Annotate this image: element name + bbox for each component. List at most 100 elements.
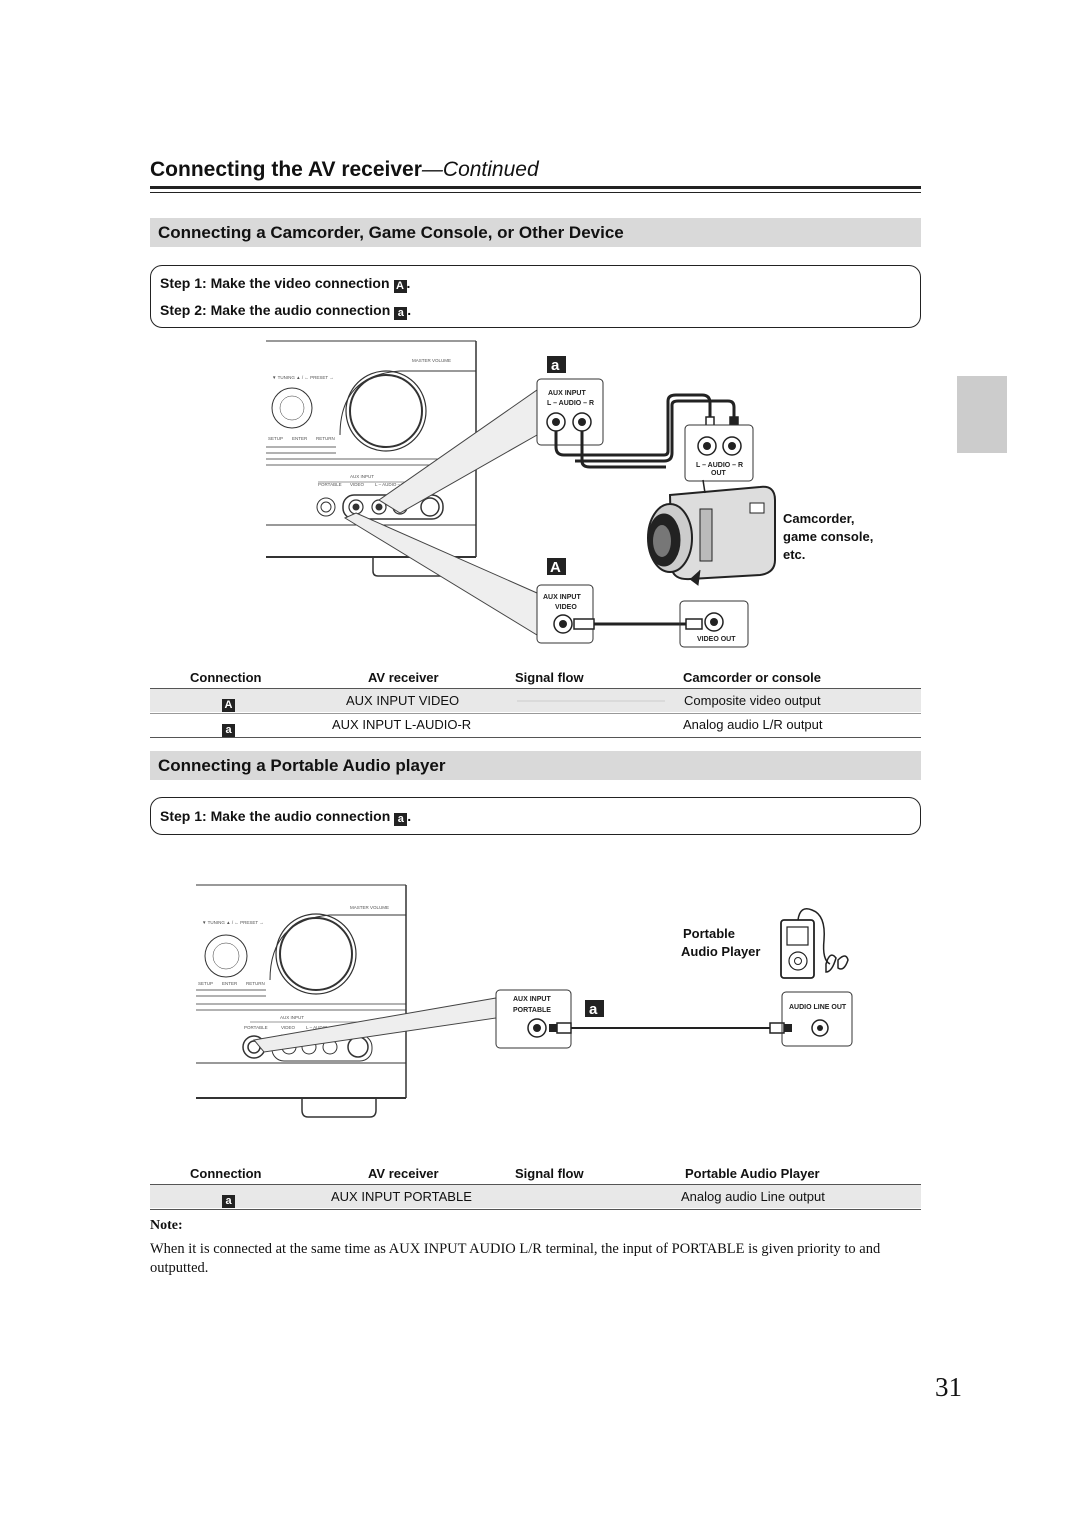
device-label-line-2: game console,	[783, 529, 873, 544]
panel-label: SETUP	[268, 436, 283, 441]
label-l-audio-r: L – AUDIO – R	[547, 400, 594, 407]
badge-video: A	[222, 699, 235, 712]
panel-label: ENTER	[292, 436, 308, 441]
receiver-front-panel	[196, 884, 407, 1118]
page-title: Connecting the AV receiver—Continued	[150, 158, 539, 182]
step-text: Step 1: Make the video connection	[160, 275, 390, 291]
camcorder-video-out-jack	[679, 600, 749, 648]
player-label-line-2: Audio Player	[681, 944, 760, 959]
table-cell-device: Composite video output	[684, 693, 821, 708]
panel-label: VIDEO	[281, 1025, 296, 1030]
panel-label: AUX INPUT	[350, 474, 374, 479]
table-header-receiver: AV receiver	[368, 670, 439, 685]
table-row-badge: A	[222, 694, 235, 712]
page-number: 31	[935, 1372, 962, 1402]
step-period: .	[407, 808, 412, 824]
label-video: VIDEO	[555, 604, 577, 611]
badge-audio: a	[222, 1195, 235, 1208]
marker-video-label: A	[550, 559, 561, 576]
side-tab	[957, 376, 1007, 453]
table-header-connection: Connection	[190, 1166, 262, 1181]
label-l-audio-r-out: L – AUDIO – R	[696, 462, 743, 469]
aux-input-portable-jack	[495, 989, 572, 1049]
portable-player-illustration	[780, 908, 849, 979]
marker-audio	[547, 356, 566, 373]
page-title-suffix: —Continued	[421, 158, 539, 181]
panel-label: AUX INPUT	[280, 1015, 304, 1020]
step-period: .	[406, 275, 411, 291]
header-rule-thin	[150, 192, 921, 193]
badge-audio: a	[394, 813, 408, 826]
camcorder-connection-diagram: MASTER VOLUME ▼ TUNING ▲ / ← PRESET → SE…	[266, 340, 873, 648]
label-video-out: VIDEO OUT	[697, 636, 736, 643]
marker-audio	[585, 1000, 604, 1017]
badge-audio: a	[394, 307, 408, 320]
panel-label: MASTER VOLUME	[412, 358, 451, 363]
zoom-callout-audio	[378, 389, 538, 514]
section-heading-camcorder: Connecting a Camcorder, Game Console, or…	[150, 218, 921, 247]
panel-label: RETURN	[246, 981, 265, 986]
badge-audio: a	[222, 724, 235, 737]
panel-label: PORTABLE	[318, 482, 342, 487]
table-rule	[150, 1209, 921, 1210]
table-cell-receiver: AUX INPUT PORTABLE	[331, 1189, 472, 1204]
player-audio-line-out-jack	[781, 991, 853, 1047]
note-text: When it is connected at the same time as…	[150, 1241, 881, 1276]
page-title-main: Connecting the AV receiver	[150, 158, 422, 181]
panel-label: PORTABLE	[244, 1025, 268, 1030]
panel-label: SETUP	[198, 981, 213, 986]
table-row	[150, 1185, 921, 1208]
label-aux-input: AUX INPUT	[548, 390, 586, 397]
panel-label: L – AUDIO – R	[306, 1025, 336, 1030]
aux-input-audio-jacks	[536, 378, 604, 446]
table-header-connection: Connection	[190, 670, 262, 685]
table-header-device: Camcorder or console	[683, 670, 821, 685]
table-row-badge: a	[222, 1190, 235, 1208]
label-audio-line-out: AUDIO LINE OUT	[789, 1004, 847, 1011]
panel-label: ▼ TUNING ▲ / ← PRESET →	[202, 920, 264, 925]
step-text: Step 1: Make the audio connection	[160, 808, 391, 824]
panel-label: RETURN	[316, 436, 335, 441]
badge-video: A	[393, 280, 407, 293]
player-label-line-1: Portable	[683, 926, 735, 941]
label-out: OUT	[711, 470, 727, 477]
audio-cable	[554, 393, 736, 469]
portable-connection-diagram: MASTER VOLUME ▼ TUNING ▲ / ← PRESET → SE…	[196, 884, 853, 1118]
label-aux-input: AUX INPUT	[513, 996, 551, 1003]
table-cell-receiver: AUX INPUT VIDEO	[346, 693, 460, 708]
table-header-signal-flow: Signal flow	[515, 1166, 584, 1181]
table-cell-device: Analog audio L/R output	[683, 717, 823, 732]
panel-label: VIDEO	[350, 482, 365, 487]
table-cell-receiver: AUX INPUT L-AUDIO-R	[332, 717, 472, 732]
camcorder-audio-out-jacks	[684, 424, 754, 482]
step-text: Step 2: Make the audio connection	[160, 302, 391, 318]
device-label-line-1: Camcorder,	[783, 511, 855, 526]
device-label-line-3: etc.	[783, 547, 805, 562]
table-rule	[150, 688, 921, 689]
table-header-device: Portable Audio Player	[685, 1166, 820, 1181]
table-header-receiver: AV receiver	[368, 1166, 439, 1181]
step-period: .	[407, 302, 412, 318]
table-rule	[150, 737, 921, 738]
header-rule	[150, 186, 921, 189]
panel-label: MASTER VOLUME	[350, 905, 389, 910]
panel-label: ▼ TUNING ▲ / ← PRESET →	[272, 375, 334, 380]
panel-label: L – AUDIO – R	[375, 482, 405, 487]
table-cell-device: Analog audio Line output	[681, 1189, 825, 1204]
label-portable: PORTABLE	[513, 1007, 551, 1014]
table-header-signal-flow: Signal flow	[515, 670, 584, 685]
note-label: Note:	[150, 1218, 183, 1233]
marker-audio-label: a	[551, 357, 560, 374]
video-cable	[573, 618, 703, 630]
marker-video	[547, 558, 566, 575]
label-aux-input-video: AUX INPUT	[543, 594, 581, 601]
audio-mini-cable	[549, 1022, 792, 1034]
table-rule	[150, 713, 921, 714]
panel-label: ENTER	[222, 981, 238, 986]
signal-flow-arrow	[517, 700, 665, 702]
